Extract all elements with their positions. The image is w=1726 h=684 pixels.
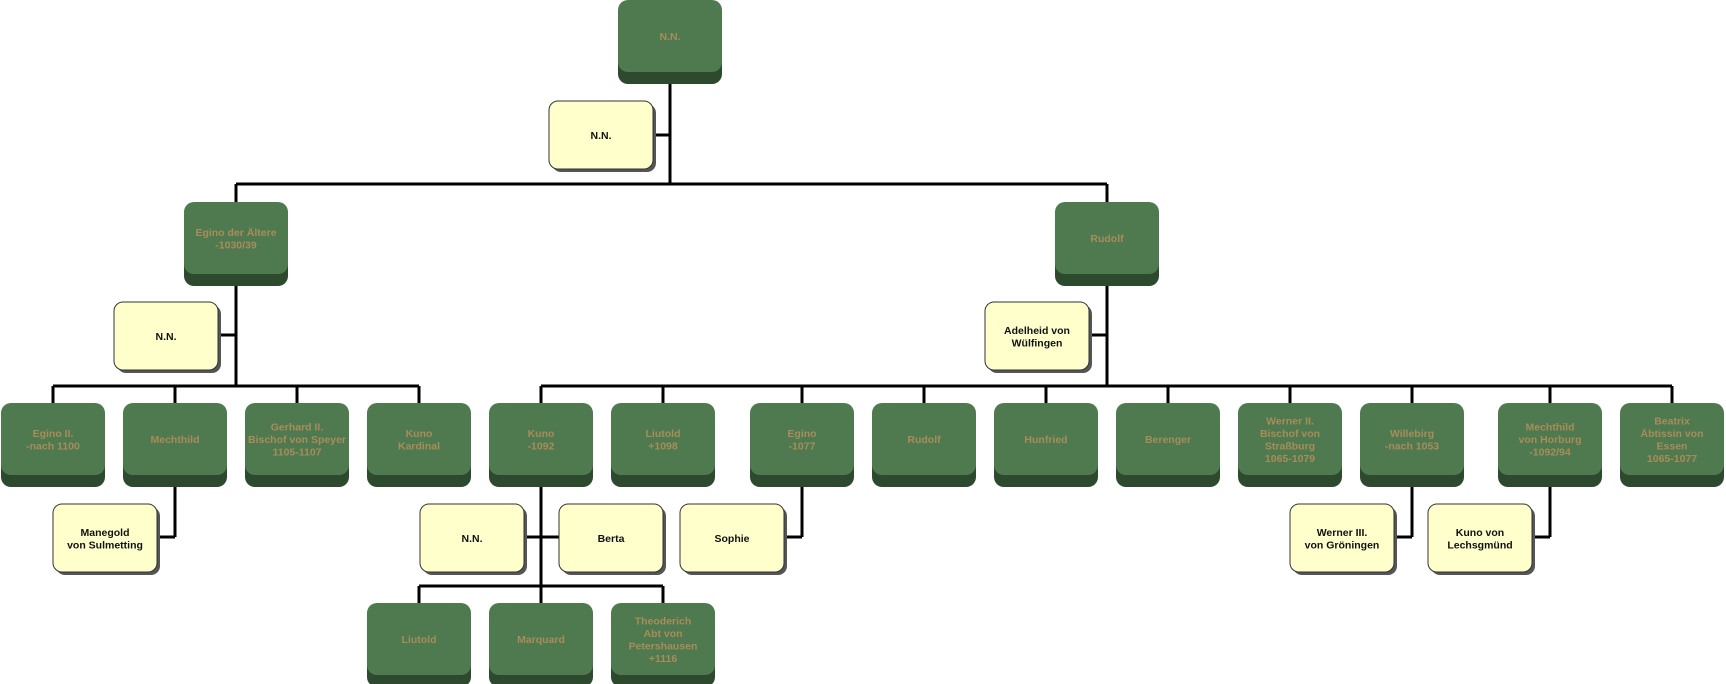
spouse-node-egino_spouse[interactable]: Sophie: [679, 503, 787, 575]
spouse-box: [1289, 503, 1395, 573]
person-node-rudolf_sr[interactable]: Rudolf: [1055, 202, 1159, 286]
person-node-egino_aeltere[interactable]: Egino der Ältere-1030/39: [184, 202, 288, 286]
person-node-mechthild[interactable]: Mechthild: [123, 403, 227, 487]
spouse-box: [52, 503, 158, 573]
person-box: [750, 403, 854, 475]
person-node-willebirg[interactable]: Willebirg-nach 1053: [1360, 403, 1464, 487]
person-box: [184, 202, 288, 274]
person-node-hunfried[interactable]: Hunfried: [994, 403, 1098, 487]
spouse-box: [113, 301, 219, 371]
kuno_spouse_2-label: Berta: [598, 533, 625, 545]
rudolf_jr-label: Rudolf: [907, 434, 941, 446]
willebirg-label: Willebirg-nach 1053: [1385, 428, 1439, 453]
marquard-label: Marquard: [517, 634, 565, 646]
person-box: [1238, 403, 1342, 475]
egino_spouse-label: Sophie: [714, 533, 749, 545]
spouse-box: [984, 301, 1090, 371]
spouse-node-egino_aeltere_spouse[interactable]: N.N.: [113, 301, 221, 373]
person-box: [489, 403, 593, 475]
person-box: [1360, 403, 1464, 475]
person-box: [489, 603, 593, 675]
liutold_jr-label: Liutold: [402, 634, 437, 646]
egino-label: Egino-1077: [787, 428, 816, 453]
egino_aeltere-label: Egino der Ältere-1030/39: [195, 226, 276, 252]
spouse-box: [679, 503, 785, 573]
willebirg_spouse-label: Werner III.von Gröningen: [1305, 527, 1380, 552]
spouse-node-willebirg_spouse[interactable]: Werner III.von Gröningen: [1289, 503, 1397, 575]
person-node-marquard[interactable]: Marquard: [489, 603, 593, 684]
person-box: [1055, 202, 1159, 274]
spouse-node-kuno_spouse_2[interactable]: Berta: [558, 503, 666, 575]
spouse-box: [558, 503, 664, 573]
person-box: [1116, 403, 1220, 475]
person-box: [618, 0, 722, 72]
mechthild-label: Mechthild: [151, 434, 200, 446]
hunfried-label: Hunfried: [1024, 434, 1067, 446]
rudolf_sr-label: Rudolf: [1090, 233, 1124, 245]
connector-lines: [51, 72, 1674, 603]
person-box: [611, 603, 715, 675]
person-box: [1620, 403, 1724, 475]
berenger-label: Berenger: [1145, 434, 1191, 446]
egino_ii-label: Egino II.-nach 1100: [26, 428, 80, 453]
person-box: [994, 403, 1098, 475]
person-node-root[interactable]: N.N.: [618, 0, 722, 84]
spouse-node-root_spouse[interactable]: N.N.: [548, 100, 656, 172]
person-box: [1, 403, 105, 475]
egino_aeltere_spouse-label: N.N.: [156, 331, 177, 343]
person-box: [123, 403, 227, 475]
root-label: N.N.: [660, 31, 681, 43]
spouse-box: [548, 100, 654, 170]
person-node-berenger[interactable]: Berenger: [1116, 403, 1220, 487]
person-box: [872, 403, 976, 475]
root_spouse-label: N.N.: [591, 130, 612, 142]
person-box: [367, 403, 471, 475]
person-box: [245, 403, 349, 475]
person-node-egino_ii[interactable]: Egino II.-nach 1100: [1, 403, 105, 487]
person-box: [1498, 403, 1602, 475]
person-node-egino[interactable]: Egino-1077: [750, 403, 854, 487]
person-node-liutold_sr[interactable]: Liutold+1098: [611, 403, 715, 487]
person-node-rudolf_jr[interactable]: Rudolf: [872, 403, 976, 487]
spouse-box: [419, 503, 525, 573]
liutold_sr-label: Liutold+1098: [646, 428, 681, 453]
person-box: [367, 603, 471, 675]
spouse-node-kuno_spouse_1[interactable]: N.N.: [419, 503, 527, 575]
person-node-liutold_jr[interactable]: Liutold: [367, 603, 471, 684]
kuno-label: Kuno-1092: [528, 428, 555, 453]
kuno_spouse_1-label: N.N.: [462, 533, 483, 545]
person-box: [611, 403, 715, 475]
spouse-box: [1427, 503, 1533, 573]
person-node-kuno[interactable]: Kuno-1092: [489, 403, 593, 487]
